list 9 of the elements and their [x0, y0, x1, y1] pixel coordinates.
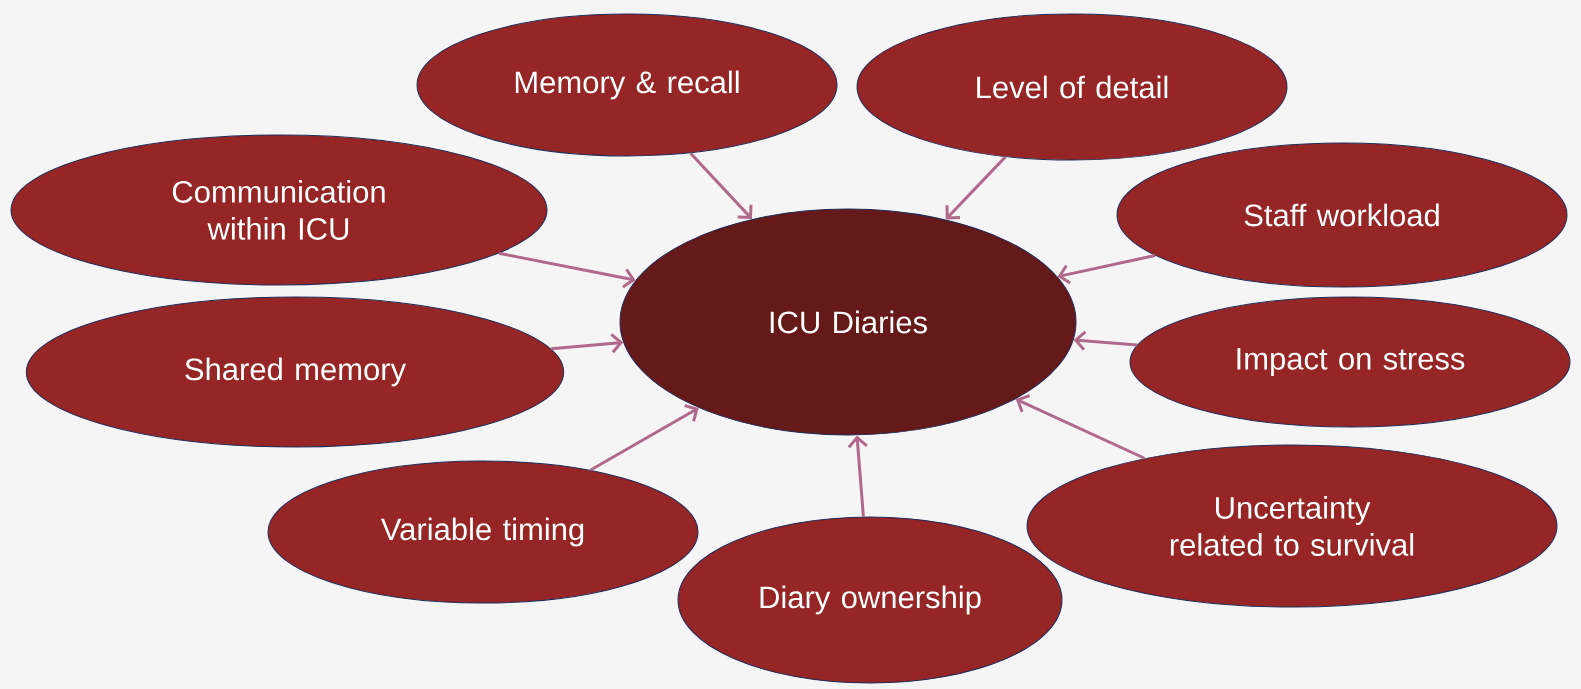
arrow	[589, 404, 699, 472]
arrow	[1073, 330, 1138, 351]
arrow	[945, 155, 1007, 220]
arrow	[847, 435, 868, 517]
arrow	[498, 251, 636, 289]
arrow	[689, 152, 753, 220]
arrow	[1057, 254, 1156, 285]
arrow	[1015, 394, 1146, 460]
arrow	[551, 333, 624, 354]
